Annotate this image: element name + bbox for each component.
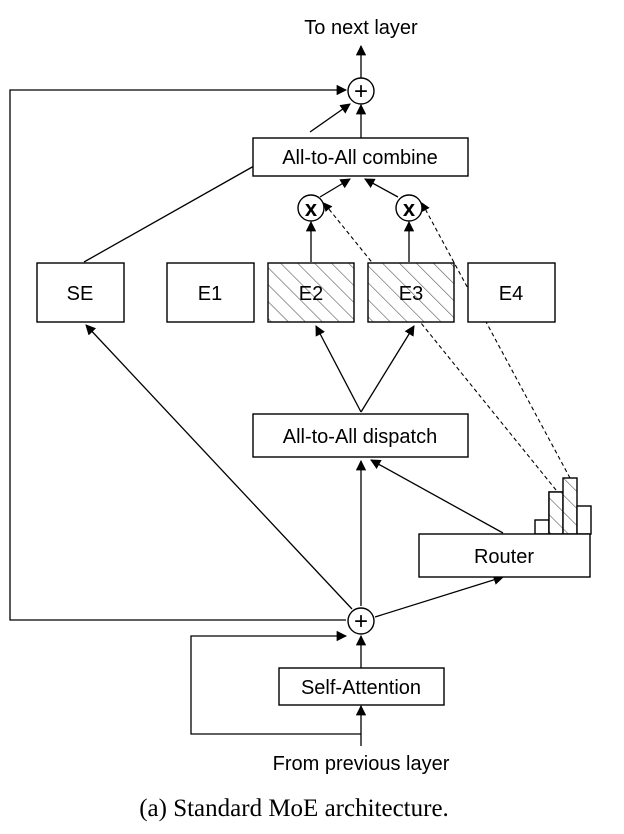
self-attention-label: Self-Attention <box>301 677 421 699</box>
edge-add-to-se <box>85 324 353 610</box>
multiply-node-e2: x <box>297 194 325 222</box>
multiply-symbol: x <box>403 196 416 221</box>
multiply-node-e3: x <box>395 194 423 222</box>
dispatch-node: All-to-All dispatch <box>252 413 469 458</box>
edge-combine-to-add <box>309 103 351 133</box>
expert-se-label: SE <box>67 283 94 305</box>
edge-router-to-dispatch <box>370 459 504 534</box>
edge-residual-loop <box>9 84 348 621</box>
expert-se: SE <box>36 262 125 323</box>
add-node-top: + <box>347 77 375 105</box>
self-attention-node: Self-Attention <box>278 667 445 706</box>
combine-node: All-to-All combine <box>252 137 469 177</box>
dispatch-label: All-to-All dispatch <box>283 426 438 448</box>
edge-mult-right-to-combine <box>364 178 399 198</box>
expert-e1: E1 <box>166 262 255 323</box>
edge-dispatch-to-e2 <box>315 325 362 413</box>
histogram-bar-selected <box>548 491 564 535</box>
expert-e4-label: E4 <box>499 283 523 305</box>
multiply-symbol: x <box>305 196 318 221</box>
add-symbol: + <box>354 78 368 105</box>
edge-gate-to-mult-right <box>421 202 571 479</box>
edge-add-to-router <box>374 574 504 618</box>
edge-mult-left-to-combine <box>319 178 351 198</box>
edge-inner-residual-loop <box>190 630 361 735</box>
from-previous-layer-label: From previous layer <box>273 753 450 775</box>
histogram-bar <box>576 505 592 535</box>
expert-e2-label: E2 <box>299 283 323 305</box>
histogram-bar-selected <box>562 477 578 535</box>
router-node: Router <box>418 533 591 578</box>
edges <box>9 44 571 746</box>
expert-e4: E4 <box>467 262 556 323</box>
combine-label: All-to-All combine <box>282 147 438 169</box>
expert-e3-label: E3 <box>399 283 423 305</box>
expert-e3: E3 <box>367 262 455 323</box>
expert-e1-label: E1 <box>198 283 222 305</box>
to-next-layer-label: To next layer <box>304 17 418 39</box>
figure-caption: (a) Standard MoE architecture. <box>139 795 449 822</box>
edge-se-to-combine <box>83 165 255 263</box>
histogram-bar <box>534 519 550 535</box>
edge-gate-to-mult-left <box>323 202 557 491</box>
expert-e2: E2 <box>267 262 355 323</box>
router-label: Router <box>474 546 534 568</box>
router-histogram <box>534 477 592 535</box>
edge-dispatch-to-e3 <box>360 325 415 413</box>
add-symbol: + <box>354 608 368 635</box>
add-node-bottom: + <box>347 607 375 635</box>
